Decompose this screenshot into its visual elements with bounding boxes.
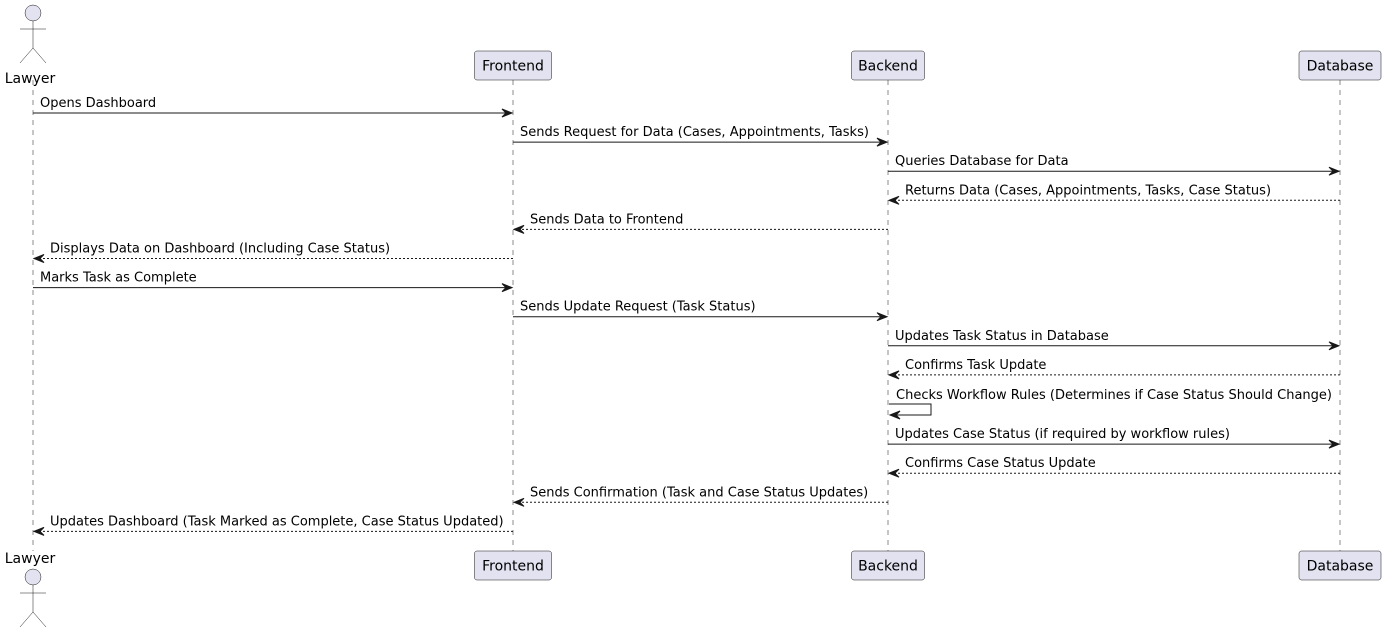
message-label: Sends Confirmation (Task and Case Status… — [530, 485, 868, 500]
message-10: Confirms Task Update — [887, 358, 1340, 380]
participant-frontend: Frontend — [474, 50, 552, 81]
message-8: Sends Update Request (Task Status) — [513, 300, 889, 322]
participant-box — [851, 550, 925, 581]
participant-label-database: Database — [1307, 559, 1374, 575]
message-label: Sends Update Request (Task Status) — [520, 300, 756, 315]
actor-left-leg — [19, 47, 34, 64]
arrow-head — [888, 410, 901, 420]
message-label: Updates Dashboard (Task Marked as Comple… — [50, 514, 504, 529]
arrow-head — [32, 526, 45, 536]
message-label: Checks Workflow Rules (Determines if Cas… — [896, 388, 1332, 403]
actor-label-lawyer: Lawyer — [5, 71, 56, 87]
message-label: Marks Task as Complete — [40, 271, 197, 286]
actor-left-leg — [19, 611, 34, 628]
message-line — [889, 403, 932, 416]
message-3: Queries Database for Data — [888, 154, 1341, 176]
message-label: Returns Data (Cases, Appointments, Tasks… — [905, 183, 1271, 198]
arrow-head — [876, 137, 889, 147]
participant-database: Database — [1298, 550, 1382, 581]
participant-label-backend: Backend — [858, 559, 918, 575]
participant-box — [474, 550, 552, 581]
lifelines — [32, 80, 1341, 551]
participant-box — [1298, 50, 1382, 81]
participant-box — [851, 50, 925, 81]
arrow-head — [32, 254, 45, 263]
message-label: Opens Dashboard — [40, 96, 156, 111]
arrow-head — [887, 370, 900, 380]
actor-label-lawyer: Lawyer — [5, 551, 56, 567]
message-11: Checks Workflow Rules (Determines if Cas… — [888, 388, 1332, 420]
arrow-head — [501, 283, 514, 293]
arrow-head — [512, 224, 525, 234]
arrow-head — [1328, 341, 1341, 351]
participant-label-frontend: Frontend — [482, 59, 544, 75]
message-5: Sends Data to Frontend — [512, 212, 888, 234]
message-15: Updates Dashboard (Task Marked as Comple… — [32, 514, 513, 536]
message-6: Displays Data on Dashboard (Including Ca… — [32, 242, 513, 263]
actor-head — [24, 568, 42, 586]
participant-backend: Backend — [851, 550, 925, 581]
participant-box — [1298, 550, 1382, 581]
message-label: Sends Request for Data (Cases, Appointme… — [520, 125, 869, 140]
arrow-head — [1328, 166, 1341, 176]
message-12: Updates Case Status (if required by work… — [888, 427, 1341, 449]
arrow-head — [1328, 439, 1341, 449]
message-label: Updates Case Status (if required by work… — [895, 427, 1230, 442]
message-label: Displays Data on Dashboard (Including Ca… — [50, 242, 390, 257]
message-14: Sends Confirmation (Task and Case Status… — [512, 485, 888, 507]
arrow-head — [887, 195, 900, 205]
message-label: Confirms Task Update — [905, 358, 1046, 373]
participant-box — [474, 50, 552, 81]
participant-label-database: Database — [1307, 59, 1374, 75]
message-label: Confirms Case Status Update — [905, 456, 1096, 471]
participant-database: Database — [1298, 50, 1382, 81]
message-1: Opens Dashboard — [33, 96, 514, 118]
arrow-head — [512, 497, 525, 507]
message-label: Sends Data to Frontend — [530, 212, 683, 227]
participant-backend: Backend — [851, 50, 925, 81]
message-13: Confirms Case Status Update — [887, 456, 1340, 478]
actor-right-leg — [32, 611, 47, 628]
participants-top: Lawyer Frontend Backend Database — [5, 4, 1382, 87]
participant-label-frontend: Frontend — [482, 559, 544, 575]
arrow-head — [887, 468, 900, 478]
arrow-head — [501, 108, 514, 118]
actor-lawyer: Lawyer — [5, 4, 56, 87]
message-9: Updates Task Status in Database — [888, 329, 1341, 351]
participant-label-backend: Backend — [858, 59, 918, 75]
message-2: Sends Request for Data (Cases, Appointme… — [513, 125, 889, 147]
message-4: Returns Data (Cases, Appointments, Tasks… — [887, 183, 1340, 205]
message-7: Marks Task as Complete — [33, 271, 514, 293]
actor-lawyer: Lawyer — [5, 551, 56, 628]
participant-frontend: Frontend — [474, 550, 552, 581]
actor-head — [24, 4, 42, 22]
message-label: Updates Task Status in Database — [895, 329, 1109, 344]
arrow-head — [876, 312, 889, 322]
actor-right-leg — [32, 47, 47, 64]
message-label: Queries Database for Data — [895, 154, 1069, 169]
